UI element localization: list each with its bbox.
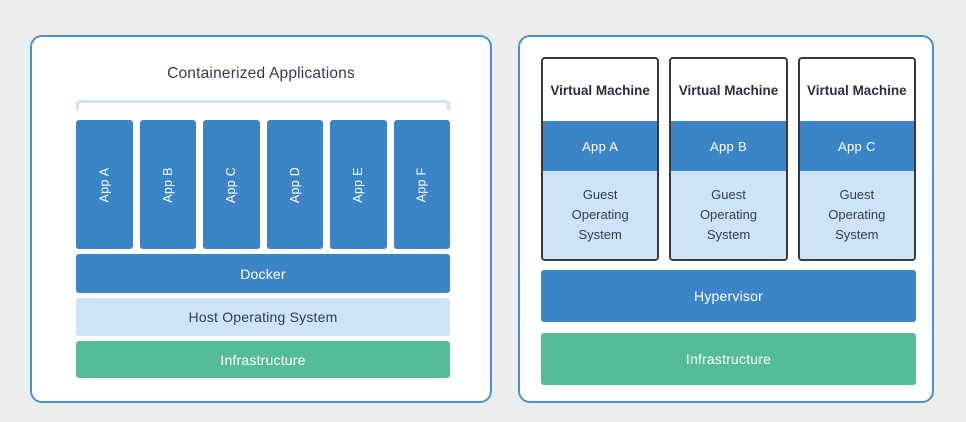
app-column: App C: [203, 120, 260, 249]
app-column-label: App E: [351, 166, 366, 203]
app-column: App D: [266, 120, 323, 249]
infrastructure-layer-left: Infrastructure: [76, 341, 450, 378]
app-columns: App A App B App C App D App E App F: [76, 120, 450, 249]
vm-card: Virtual Machine App A Guest Operating Sy…: [541, 57, 660, 261]
app-column: App E: [330, 120, 387, 249]
vm-app-bar: App A: [543, 121, 658, 171]
docker-layer: Docker: [76, 254, 450, 293]
vm-card-title: Virtual Machine: [550, 82, 650, 98]
hypervisor-layer: Hypervisor: [541, 270, 916, 322]
vm-panel: Virtual Machine App A Guest Operating Sy…: [518, 35, 934, 403]
host-os-layer: Host Operating System: [76, 298, 450, 336]
app-column-label: App C: [224, 166, 239, 203]
app-column-label: App D: [287, 166, 302, 203]
vm-guest-os: Guest Operating System: [799, 171, 914, 259]
vm-card: Virtual Machine App B Guest Operating Sy…: [669, 57, 788, 261]
vm-guest-os: Guest Operating System: [671, 171, 786, 259]
vm-app-bar: App C: [799, 121, 914, 171]
vm-card-title: Virtual Machine: [807, 82, 907, 98]
vm-card: Virtual Machine App C Guest Operating Sy…: [797, 57, 916, 261]
containers-bracket: [76, 100, 450, 110]
app-column: App F: [393, 120, 450, 249]
vm-app-bar: App B: [671, 121, 786, 171]
app-column-label: App F: [414, 167, 429, 202]
vm-guest-os: Guest Operating System: [543, 171, 658, 259]
app-column: App B: [139, 120, 196, 249]
vm-cards: Virtual Machine App A Guest Operating Sy…: [541, 57, 916, 261]
app-column-label: App B: [160, 166, 175, 203]
app-column: App A: [76, 120, 133, 249]
containers-panel-title: Containerized Applications: [167, 65, 355, 82]
app-column-label: App A: [97, 167, 112, 202]
infrastructure-layer-right: Infrastructure: [541, 333, 916, 385]
vm-card-title: Virtual Machine: [678, 82, 779, 98]
containers-panel: Containerized Applications App A App B A…: [30, 35, 492, 403]
